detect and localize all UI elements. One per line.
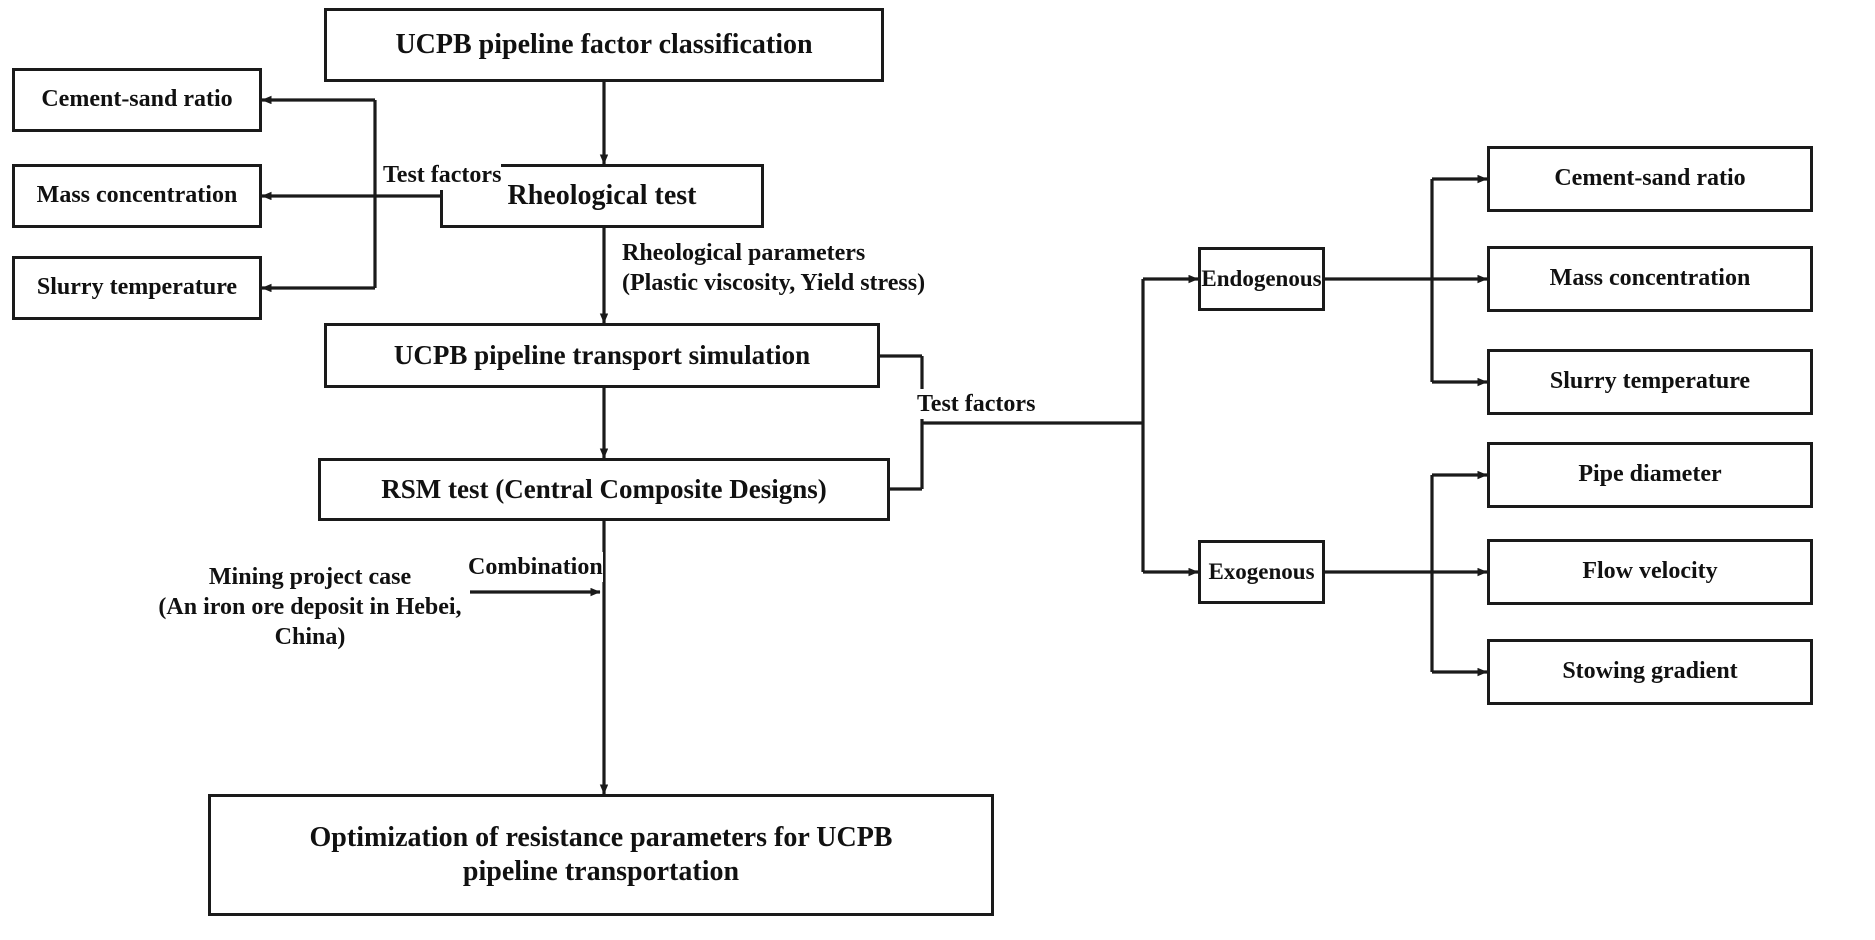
edge-label-line-1: Rheological parameters [622,240,866,266]
node-optimization-of-resistance-parameters[interactable]: Optimization of resistance parameters fo… [208,794,994,916]
node-label-line-2: pipeline transportation [462,856,740,887]
node-label: Cement-sand ratio [41,86,233,113]
node-label: Slurry temperature [1549,368,1751,395]
node-rsm-test[interactable]: RSM test (Central Composite Designs) [318,458,890,521]
node-label: UCPB pipeline factor classification [395,28,813,60]
edge-label-combination: Combination [468,552,603,582]
edge-label-test-factors-left: Test factors [383,160,502,190]
node-left-slurry-temperature[interactable]: Slurry temperature [12,256,262,320]
node-label: Rheological test [507,179,697,211]
node-label: Endogenous [1201,265,1322,291]
node-label: RSM test (Central Composite Designs) [381,474,827,505]
node-ucpb-pipeline-transport-simulation[interactable]: UCPB pipeline transport simulation [324,323,880,388]
node-label: Slurry temperature [36,274,238,301]
node-endogenous-cement-sand-ratio[interactable]: Cement-sand ratio [1487,146,1813,212]
node-label: Mass concentration [1549,265,1751,292]
edge-label-test-factors-right: Test factors [917,389,1036,419]
node-label: Mass concentration [36,182,238,209]
node-exogenous[interactable]: Exogenous [1198,540,1325,604]
node-label: UCPB pipeline transport simulation [393,340,811,371]
node-left-mass-concentration[interactable]: Mass concentration [12,164,262,228]
edge-label-line-2: (An iron ore deposit in Hebei, China) [158,594,462,650]
node-left-cement-sand-ratio[interactable]: Cement-sand ratio [12,68,262,132]
node-label: Flow velocity [1582,558,1718,585]
node-label: Cement-sand ratio [1554,165,1746,192]
node-exogenous-flow-velocity[interactable]: Flow velocity [1487,539,1813,605]
edge-label-rheological-parameters: Rheological parameters (Plastic viscosit… [622,238,926,298]
node-endogenous-mass-concentration[interactable]: Mass concentration [1487,246,1813,312]
node-ucpb-pipeline-factor-classification[interactable]: UCPB pipeline factor classification [324,8,884,82]
edge-label-mining-project-case: Mining project case (An iron ore deposit… [152,562,468,652]
edge-label-line-1: Mining project case [208,564,412,590]
node-label-line-1: Optimization of resistance parameters fo… [309,821,893,853]
edge-label-line-2: (Plastic viscosity, Yield stress) [622,270,926,296]
node-label: Pipe diameter [1578,461,1722,488]
node-endogenous-slurry-temperature[interactable]: Slurry temperature [1487,349,1813,415]
node-endogenous[interactable]: Endogenous [1198,247,1325,311]
node-exogenous-pipe-diameter[interactable]: Pipe diameter [1487,442,1813,508]
node-exogenous-stowing-gradient[interactable]: Stowing gradient [1487,639,1813,705]
node-label: Exogenous [1208,558,1315,584]
node-label: Stowing gradient [1562,658,1738,685]
